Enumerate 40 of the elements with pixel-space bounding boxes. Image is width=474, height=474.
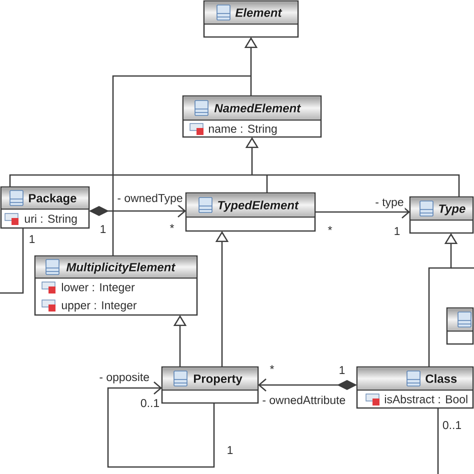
multiplicity-label: * — [270, 365, 274, 370]
association-arrow — [315, 206, 410, 218]
multiplicity-label: 1 — [394, 227, 400, 235]
multiplicity-label: 1 — [30, 235, 35, 243]
class-name: TypedElement — [218, 200, 299, 212]
multiplicity-label: 1 — [100, 225, 106, 233]
edge-label: - ownedAttribute — [261, 394, 347, 406]
attribute-label: upper : Integer — [62, 301, 137, 312]
class-box — [161, 366, 259, 404]
association-arrow — [107, 382, 215, 468]
association-line — [437, 408, 439, 474]
class-name: MultiplicityElement — [66, 262, 176, 274]
class-name: Element — [235, 8, 282, 17]
class-box — [34, 255, 198, 316]
association-line — [0, 228, 24, 294]
multiplicity-label: 1 — [340, 366, 345, 374]
edge-label: - type — [374, 198, 405, 210]
class-box — [0, 186, 90, 229]
class-box — [185, 192, 316, 232]
attribute-label: isAbstract : Bool — [384, 394, 468, 404]
class-name: NamedElement — [214, 104, 301, 112]
attribute-label: name : String — [208, 124, 277, 136]
class-box — [182, 95, 322, 138]
class-box — [356, 366, 474, 409]
class-name: Property — [194, 374, 242, 386]
class-box — [203, 0, 299, 38]
edge-label: - ownedType — [116, 192, 184, 206]
class-box — [409, 196, 474, 234]
multiplicity-label: * — [170, 224, 174, 228]
multiplicity-label: 0..1 — [442, 421, 461, 430]
multiplicity-label: * — [328, 226, 332, 230]
multiplicity-label: 0..1 — [140, 399, 159, 408]
class-box — [446, 307, 474, 345]
attribute-label: lower : Integer — [62, 282, 135, 294]
edge-label: - opposite — [98, 372, 151, 384]
attribute-label: uri : String — [24, 214, 77, 226]
class-name: Class — [426, 374, 457, 383]
multiplicity-label: 1 — [228, 446, 233, 454]
class-name: Type — [439, 204, 466, 216]
class-name: Package — [29, 194, 76, 205]
